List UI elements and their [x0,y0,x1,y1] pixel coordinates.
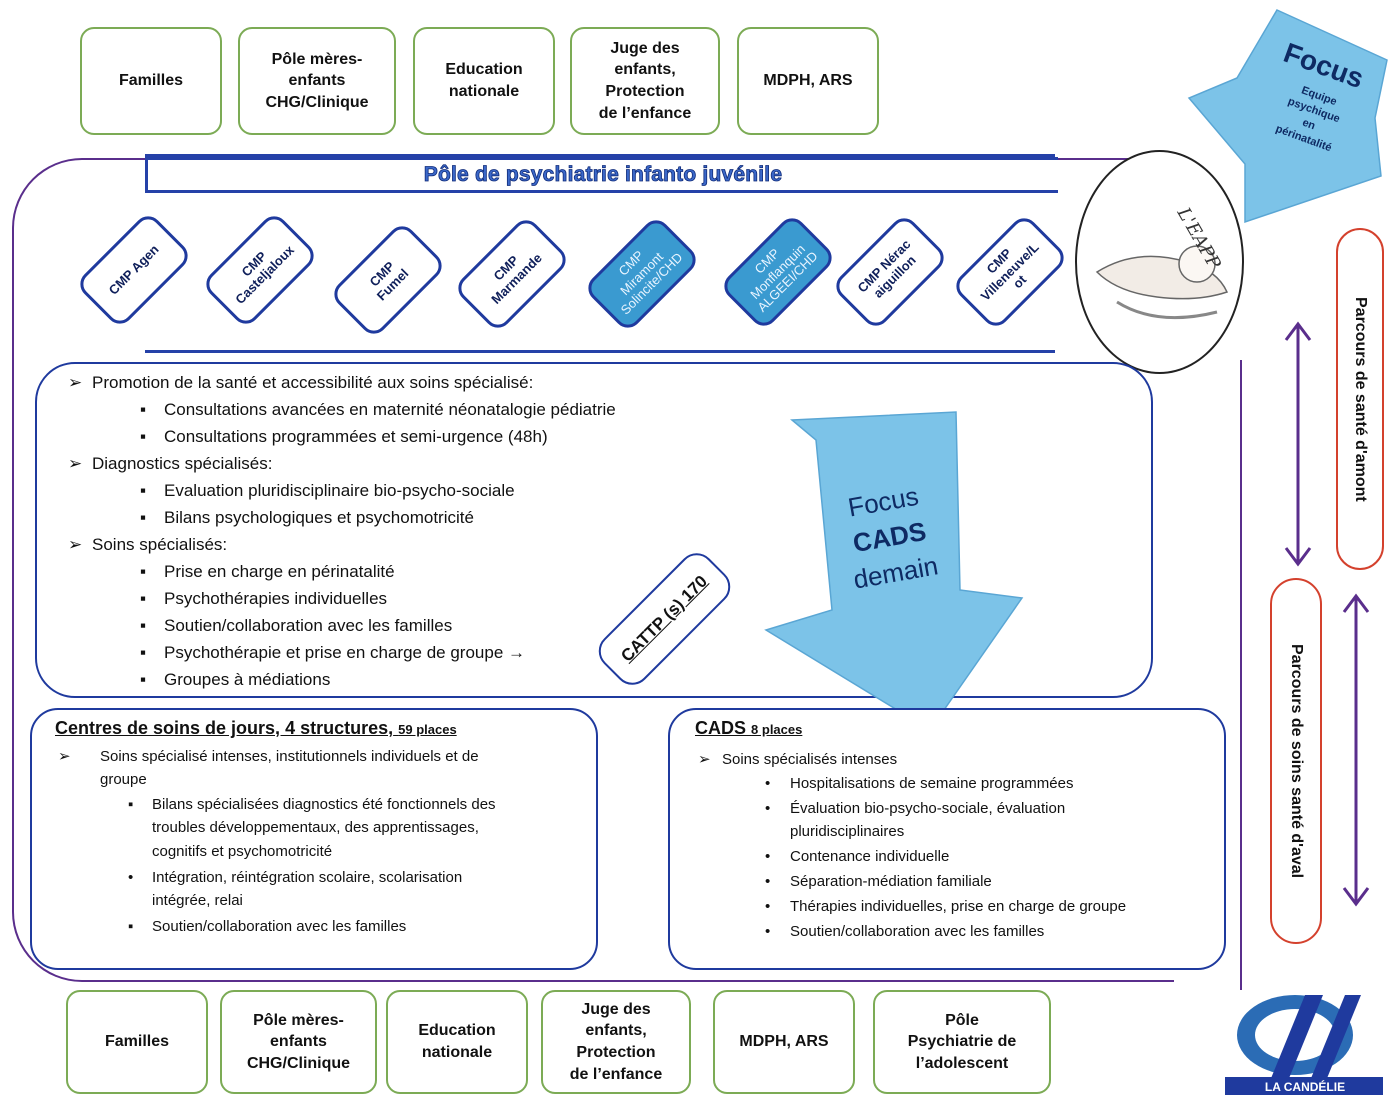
cads-bullet: • [765,873,771,890]
centres-bullet: ▪ [128,796,134,813]
partner-bottom-pole-meres: Pôle mères- enfants CHG/Clinique [220,990,377,1094]
partner-top-juge: Juge des enfants, Protection de l’enfanc… [570,27,720,135]
cads-bullet: • [765,800,771,817]
cads-bullet: • [765,775,771,792]
main-item: ▪Psychothérapie et prise en charge de gr… [140,643,526,662]
aval-arrow [1342,593,1370,907]
main-item: ▪Consultations avancées en maternité néo… [140,400,616,419]
parcours-amont-pill: Parcours de santé d'amont [1336,228,1384,570]
main-item: ▪Bilans psychologiques et psychomotricit… [140,508,474,527]
eapp-circle: L'EAPP [1075,150,1244,374]
parcours-amont-label: Parcours de santé d'amont [1352,296,1369,502]
main-item: ▪Consultations programmées et semi-urgen… [140,427,548,446]
focus-cads-arrow: Focus CADS demain [764,411,1024,732]
main-heading-soins: ➢Soins spécialisés: [68,535,228,554]
centres-item: Soutien/collaboration avec les familles [152,918,407,935]
partner-top-familles: Familles [80,27,222,135]
main-item: ▪Psychothérapies individuelles [140,589,388,608]
focus-top-sub-3: en [1301,117,1317,133]
cads-box [668,708,1226,970]
partner-bottom-education: Education nationale [386,990,528,1094]
main-heading-promotion: ➢Promotion de la santé et accessibilité … [68,373,534,392]
cads-item: Soutien/collaboration avec les familles [790,923,1045,940]
main-item: ▪Groupes à médiations [140,670,331,689]
partner-top-education: Education nationale [413,27,555,135]
centres-bullet: • [128,869,134,886]
amont-arrow [1284,321,1312,567]
main-item: ▪Soutien/collaboration avec les familles [140,616,453,635]
partner-top-mdph: MDPH, ARS [737,27,879,135]
main-item: ▪Evaluation pluridisciplinaire bio-psych… [140,481,515,500]
partner-bottom-psy-ado: Pôle Psychiatrie de l’adolescent [873,990,1051,1094]
cads-bullet: • [765,923,771,940]
parcours-aval-label: Parcours de soins santé d'aval [1288,643,1305,879]
cads-intro: Soins spécialisés intenses [722,751,898,768]
cads-item: Hospitalisations de semaine programmées [790,775,1074,792]
main-item: ▪Prise en charge en périnatalité [140,562,395,581]
centres-intro: Soins spécialisé intenses, institutionne… [100,748,479,789]
cads-title: CADS 8 places [695,718,803,738]
parcours-aval-pill: Parcours de soins santé d'aval [1270,578,1322,944]
partner-bottom-juge: Juge des enfants, Protection de l’enfanc… [541,990,691,1094]
centres-item: Bilans spécialisées diagnostics été fonc… [152,796,496,860]
focus-perinatal-arrow: Focus Equipe psychique en périnatalité [1187,9,1388,224]
cads-bullet: • [765,848,771,865]
cads-bullet: • [765,898,771,915]
pole-title: Pôle de psychiatrie infanto juvénile [423,163,783,187]
logo-text: LA CANDÉLIE [1265,1079,1345,1094]
cads-item: Thérapies individuelles, prise en charge… [790,898,1127,915]
pole-band-bottom-line [145,350,1055,353]
partner-top-pole-meres: Pôle mères- enfants CHG/Clinique [238,27,396,135]
centres-box [30,708,598,970]
main-heading-diagnostics: ➢Diagnostics spécialisés: [68,454,273,473]
cads-intro-marker: ➢ [698,751,711,768]
partner-bottom-familles: Familles [66,990,208,1094]
partner-bottom-mdph: MDPH, ARS [713,990,855,1094]
pole-title-box: Pôle de psychiatrie infanto juvénile [145,157,1058,193]
centres-intro-marker: ➢ [58,748,71,765]
centres-title: Centres de soins de jours, 4 structures,… [55,718,457,738]
cads-item: Évaluation bio-psycho-sociale, évaluatio… [790,800,1066,841]
pole-right-line [1240,360,1242,990]
la-candelie-logo: LA CANDÉLIE [1225,995,1383,1095]
eapp-baby-illustration: L'EAPP [1095,203,1229,320]
cads-item: Séparation-médiation familiale [790,873,992,890]
main-care-box [35,362,1153,698]
pole-band-top-line [145,154,1055,157]
centres-item: Intégration, réintégration scolaire, sco… [152,869,463,910]
cads-item: Contenance individuelle [790,848,950,865]
centres-bullet: ▪ [128,918,134,935]
